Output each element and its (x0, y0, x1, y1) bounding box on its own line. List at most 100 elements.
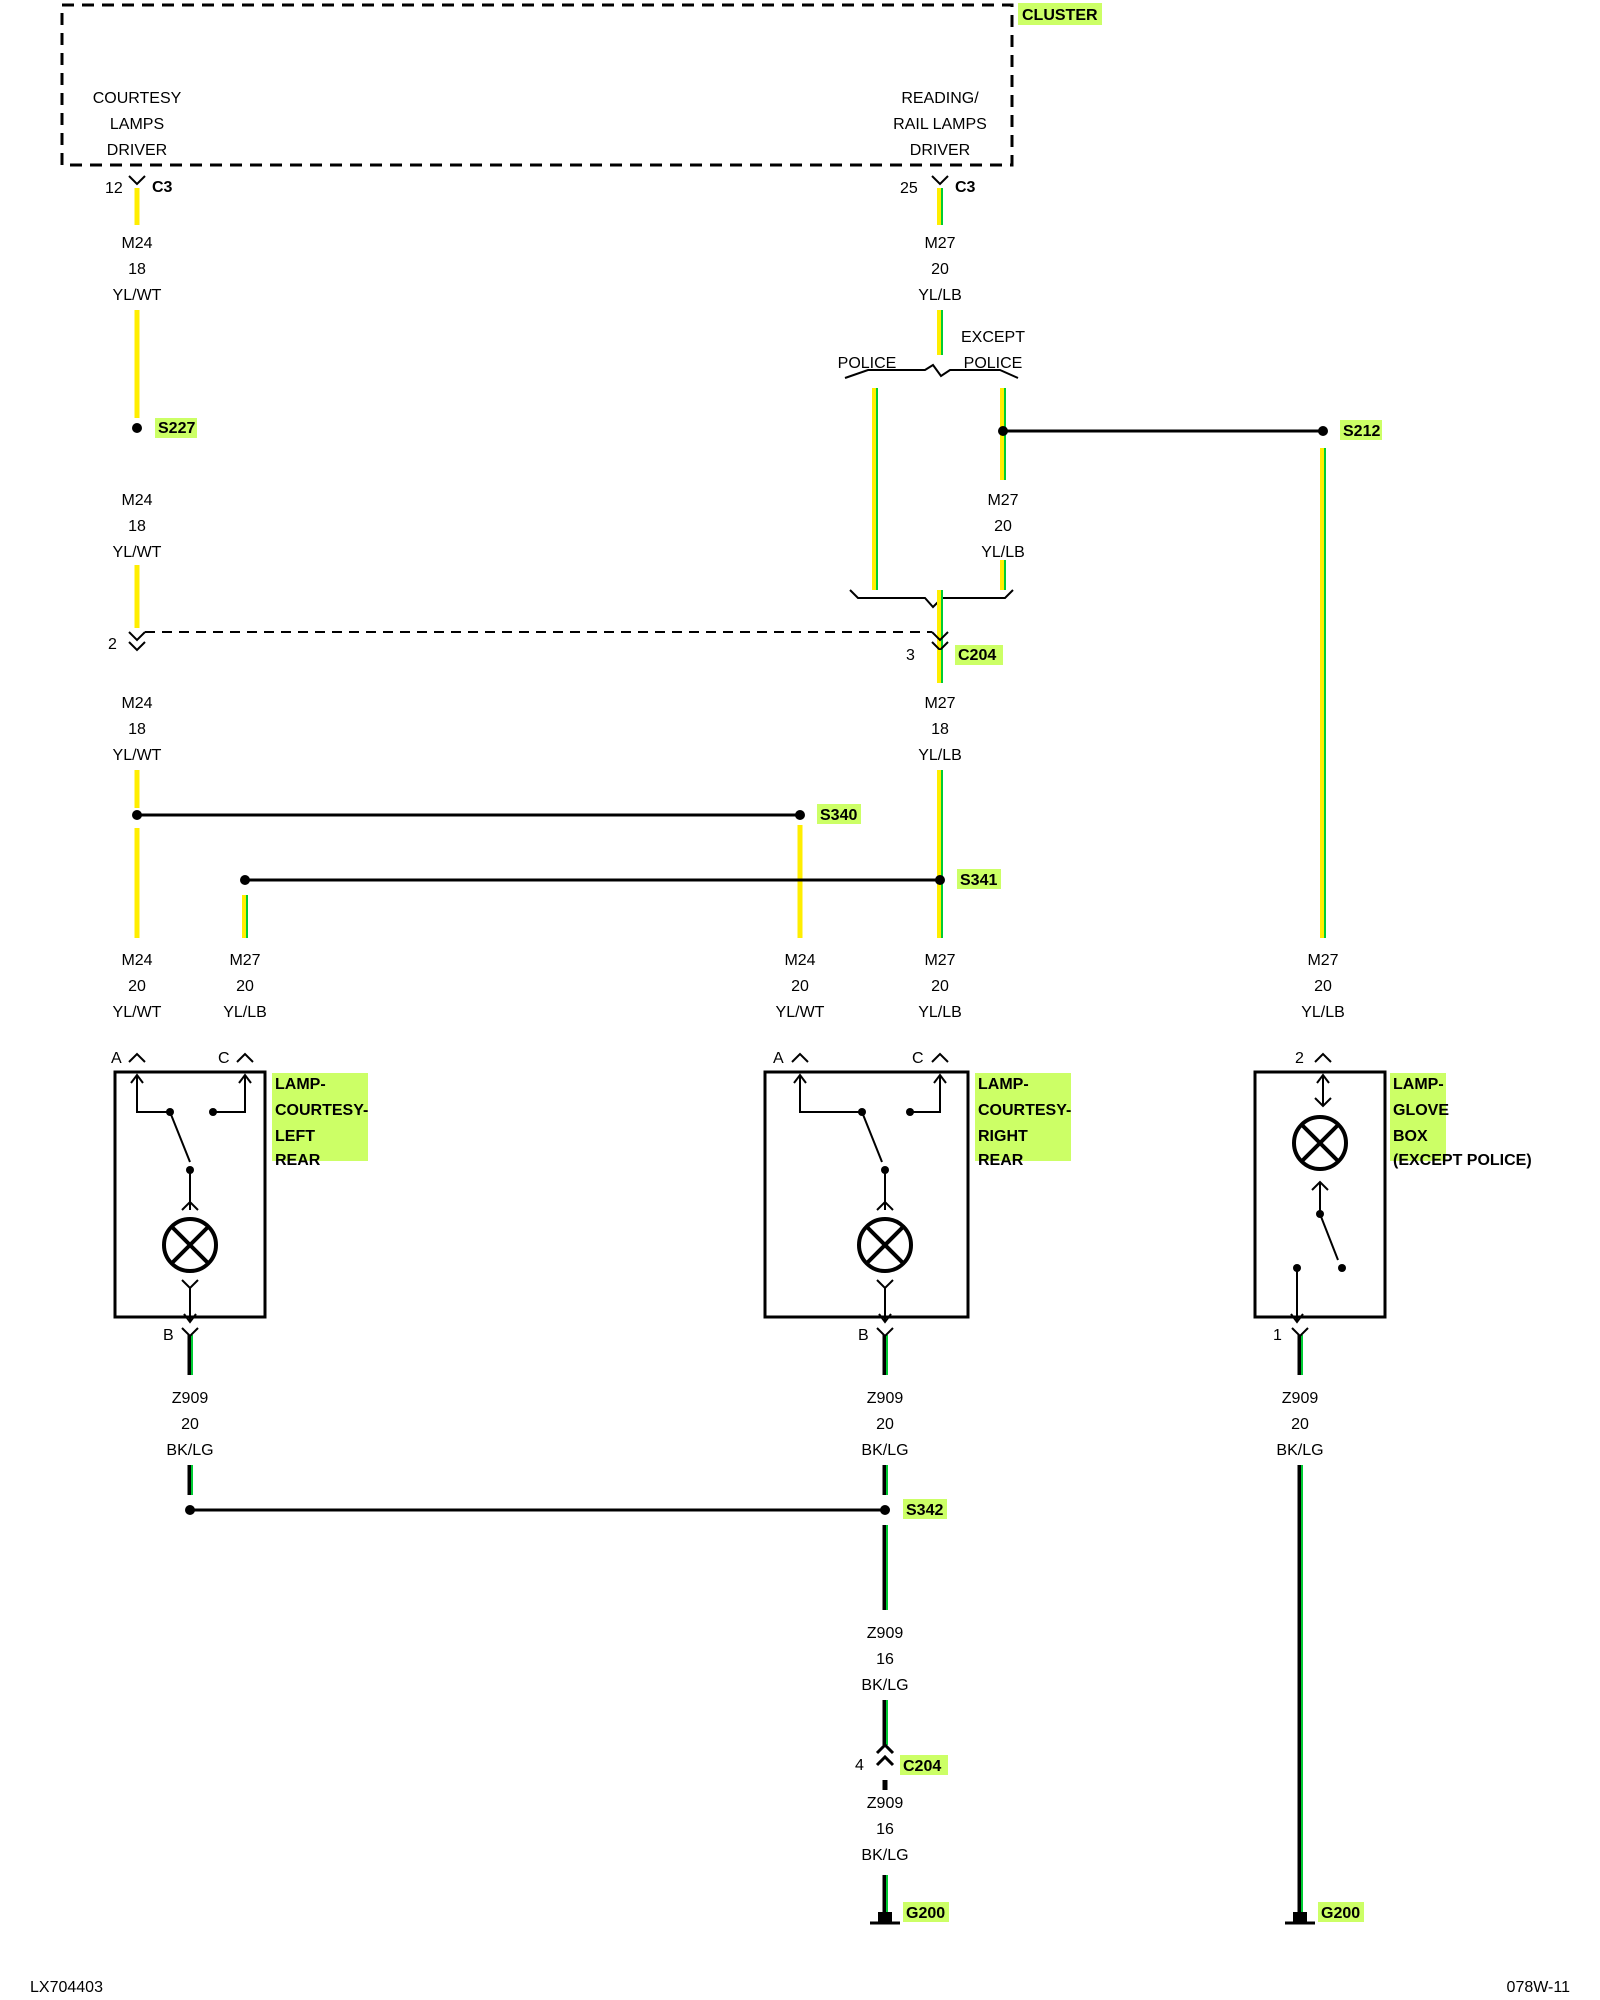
svg-text:20: 20 (128, 978, 146, 995)
svg-text:YL/LB: YL/LB (918, 1004, 962, 1021)
svg-text:YL/LB: YL/LB (981, 544, 1025, 561)
svg-text:16: 16 (876, 1821, 894, 1838)
reading-driver-label-2: RAIL LAMPS (893, 116, 987, 133)
bulb-icon (857, 1217, 913, 1273)
svg-text:18: 18 (128, 518, 146, 535)
c3-right-connector (931, 175, 949, 186)
svg-text:18: 18 (931, 721, 949, 738)
svg-text:18: 18 (128, 261, 146, 278)
svg-text:M24: M24 (121, 235, 152, 252)
svg-text:20: 20 (1314, 978, 1332, 995)
c204-right-pin: 3 (906, 647, 915, 664)
ground-g200-b: G200 (1285, 1902, 1364, 1925)
svg-text:18: 18 (128, 721, 146, 738)
wire-police-branch (872, 388, 878, 590)
lamp-glove-box: 2 1 LAMP- GLOVE BOX (EXCEPT POLICE) (1253, 1050, 1532, 1344)
s341-label: S341 (960, 872, 997, 889)
lamp-courtesy-left-rear: A C B LAMP- COURTESY- LEFT REAR (111, 1050, 368, 1344)
c3-left-label: C3 (152, 179, 173, 196)
svg-text:YL/LB: YL/LB (918, 747, 962, 764)
svg-text:A: A (111, 1050, 122, 1067)
svg-text:YL/WT: YL/WT (113, 747, 162, 764)
svg-text:YL/WT: YL/WT (113, 544, 162, 561)
svg-text:C: C (218, 1050, 230, 1067)
svg-text:B: B (858, 1327, 869, 1344)
svg-text:(EXCEPT POLICE): (EXCEPT POLICE) (1393, 1152, 1532, 1169)
svg-text:YL/LB: YL/LB (918, 287, 962, 304)
svg-text:M27: M27 (924, 695, 955, 712)
wire-m27-left-rear (242, 895, 248, 938)
wire-z909-left (187, 1335, 193, 1495)
s342-label: S342 (906, 1502, 943, 1519)
svg-text:M24: M24 (784, 952, 815, 969)
svg-text:20: 20 (931, 978, 949, 995)
svg-text:YL/WT: YL/WT (113, 1004, 162, 1021)
svg-text:M27: M27 (229, 952, 260, 969)
svg-text:M24: M24 (121, 695, 152, 712)
svg-text:A: A (773, 1050, 784, 1067)
svg-text:YL/WT: YL/WT (776, 1004, 825, 1021)
footer-left-code: LX704403 (30, 1979, 103, 1996)
s212-label: S212 (1343, 423, 1380, 440)
svg-text:B: B (163, 1327, 174, 1344)
svg-text:20: 20 (931, 261, 949, 278)
courtesy-driver-label-1: COURTESY (93, 90, 182, 107)
svg-text:M24: M24 (121, 492, 152, 509)
bulb-icon (162, 1217, 218, 1273)
courtesy-driver-label-2: LAMPS (110, 116, 164, 133)
splice-s212 (1318, 426, 1328, 436)
splice-s342-left (185, 1505, 195, 1515)
except-police-label-1: EXCEPT (961, 329, 1025, 346)
svg-text:G200: G200 (1321, 1905, 1360, 1922)
wire-glove-feed (1320, 448, 1326, 938)
c204-lower-pin: 4 (855, 1757, 864, 1774)
svg-text:BK/LG: BK/LG (861, 1442, 908, 1459)
splice-s227 (132, 423, 142, 433)
svg-text:YL/LB: YL/LB (223, 1004, 267, 1021)
splice-s212-left (998, 426, 1008, 436)
splice-s341-left (240, 875, 250, 885)
s227-label: S227 (158, 420, 195, 437)
svg-text:M27: M27 (987, 492, 1018, 509)
svg-text:20: 20 (791, 978, 809, 995)
c3-right-pin: 25 (900, 180, 918, 197)
wires (134, 188, 1326, 1915)
courtesy-driver-label-3: DRIVER (107, 142, 167, 159)
svg-text:BK/LG: BK/LG (861, 1677, 908, 1694)
reading-driver-label-1: READING/ (901, 90, 979, 107)
cluster-box (60, 3, 1014, 167)
reading-driver-label-3: DRIVER (910, 142, 970, 159)
svg-text:LAMP-: LAMP- (1393, 1076, 1444, 1093)
svg-text:COURTESY-: COURTESY- (275, 1102, 368, 1119)
svg-text:1: 1 (1273, 1327, 1282, 1344)
svg-text:20: 20 (236, 978, 254, 995)
svg-text:BK/LG: BK/LG (166, 1442, 213, 1459)
splice-s341 (935, 875, 945, 885)
c3-left-connector (128, 175, 146, 186)
lamp-courtesy-right-rear: A C B LAMP- COURTESY- RIGHT REAR (763, 1050, 1071, 1344)
svg-text:2: 2 (1295, 1050, 1304, 1067)
svg-text:YL/LB: YL/LB (1301, 1004, 1345, 1021)
svg-text:G200: G200 (906, 1905, 945, 1922)
c204-label: C204 (958, 647, 996, 664)
footer-right-code: 078W-11 (1507, 1979, 1571, 1996)
svg-text:16: 16 (876, 1651, 894, 1668)
svg-text:20: 20 (994, 518, 1012, 535)
svg-text:LAMP-: LAMP- (978, 1076, 1029, 1093)
svg-text:Z909: Z909 (1282, 1390, 1319, 1407)
svg-text:RIGHT: RIGHT (978, 1128, 1028, 1145)
option-brace-bottom (849, 589, 1014, 609)
except-police-label-2: POLICE (964, 355, 1023, 372)
c204-left-connector (128, 631, 146, 652)
splice-s340 (795, 810, 805, 820)
wire-z909-right (882, 1335, 888, 1915)
svg-text:COURTESY-: COURTESY- (978, 1102, 1071, 1119)
svg-text:M27: M27 (1307, 952, 1338, 969)
svg-text:REAR: REAR (978, 1152, 1024, 1169)
c3-left-pin: 12 (105, 180, 123, 197)
cluster-label: CLUSTER (1022, 7, 1098, 24)
svg-text:Z909: Z909 (867, 1390, 904, 1407)
svg-text:Z909: Z909 (172, 1390, 209, 1407)
splice-s340-left (132, 810, 142, 820)
c204-left-pin: 2 (108, 636, 117, 653)
